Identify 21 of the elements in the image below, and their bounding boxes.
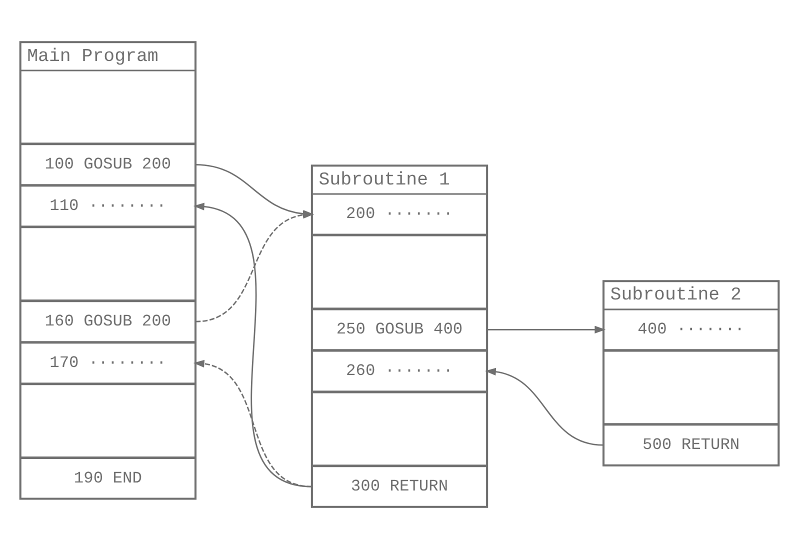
- node-box: 100 GOSUB 200: [20, 143, 196, 186]
- node-box: 190 END: [20, 457, 196, 499]
- node-box: 260 ·······: [311, 350, 488, 392]
- arrow: [193, 359, 312, 487]
- node-box: [311, 234, 488, 309]
- node-box: 160 GOSUB 200: [20, 300, 196, 342]
- arrow: [487, 325, 606, 333]
- node-box: [20, 69, 196, 144]
- node-box: [311, 391, 488, 466]
- node-box: 300 RETURN: [311, 465, 488, 508]
- arrow: [484, 367, 604, 446]
- node-box: [20, 226, 196, 301]
- node-box: 170 ········: [20, 342, 196, 384]
- node-box: 500 RETURN: [602, 424, 780, 466]
- node-box: 110 ········: [20, 184, 196, 227]
- node-box: 200 ·······: [311, 192, 488, 235]
- arrow: [193, 202, 312, 487]
- node-box: 250 GOSUB 400: [311, 308, 488, 350]
- node-box: 400 ·······: [602, 308, 780, 350]
- node-box: [20, 383, 196, 458]
- node-box: [602, 350, 780, 424]
